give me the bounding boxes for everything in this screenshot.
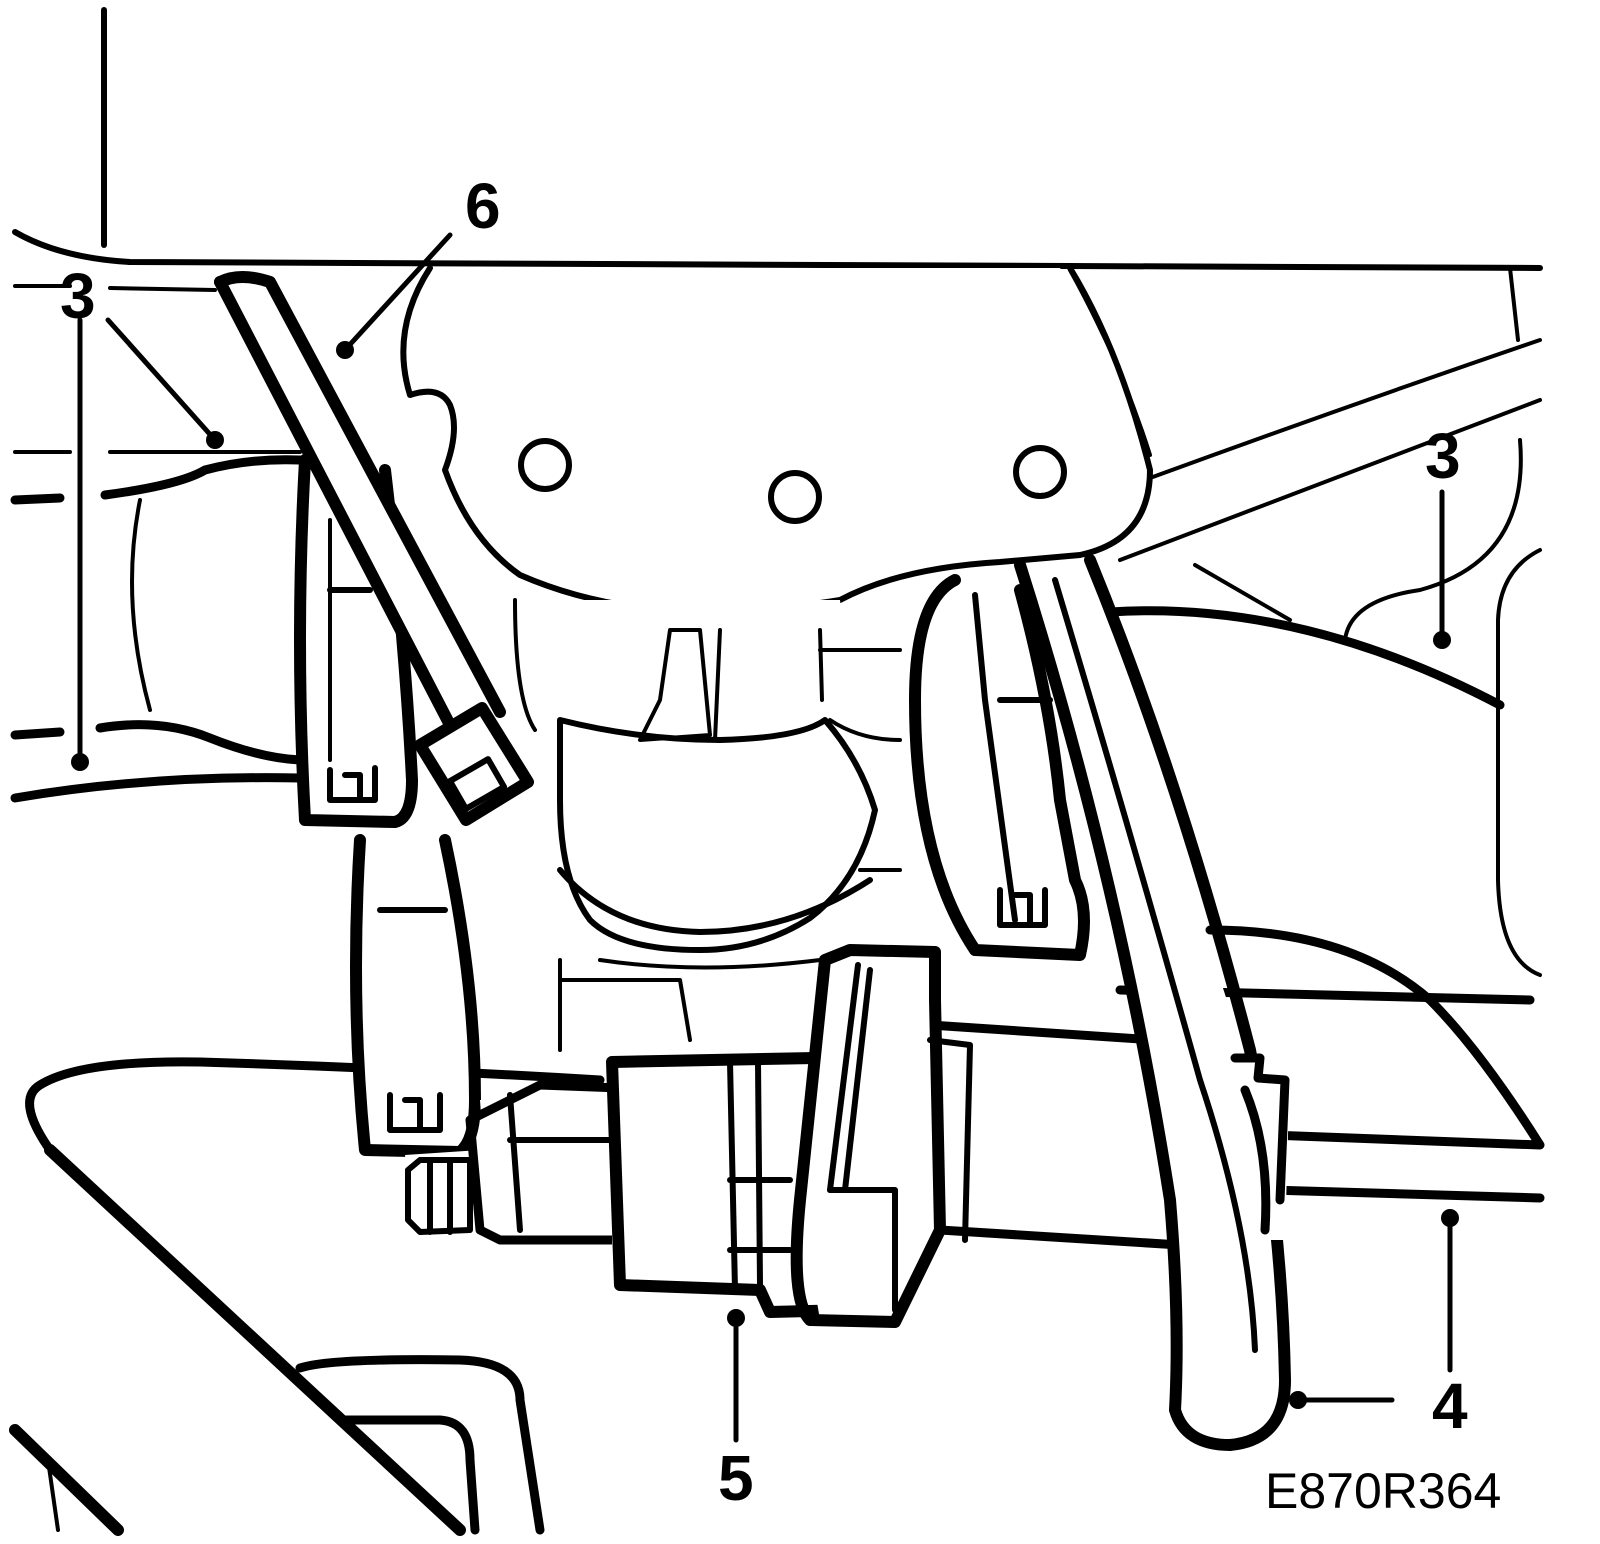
callout-labels: 3 3 4 5 6 [60,170,1468,1514]
right-hose-clamp [909,574,1090,961]
bracket-bolt-center [768,470,822,524]
solenoid-connector [405,944,973,1328]
bracket-bolt-right [1013,445,1067,499]
reference-code: E870R364 [1265,1463,1501,1519]
callout-4: 4 [1432,1370,1468,1442]
mounting-bracket [395,265,1153,615]
callout-6: 6 [465,170,501,242]
callout-3-left: 3 [60,260,96,332]
leader-lines [71,232,1459,1443]
left-lower-clamp [350,830,481,1158]
hose-coupling [1230,1053,1290,1240]
callout-3-right: 3 [1425,420,1461,492]
callout-5: 5 [718,1442,754,1514]
valve-body [513,598,902,1052]
cable-tie [214,271,534,826]
bracket-bolt-left [518,438,572,492]
curved-hose [1014,554,1291,1451]
